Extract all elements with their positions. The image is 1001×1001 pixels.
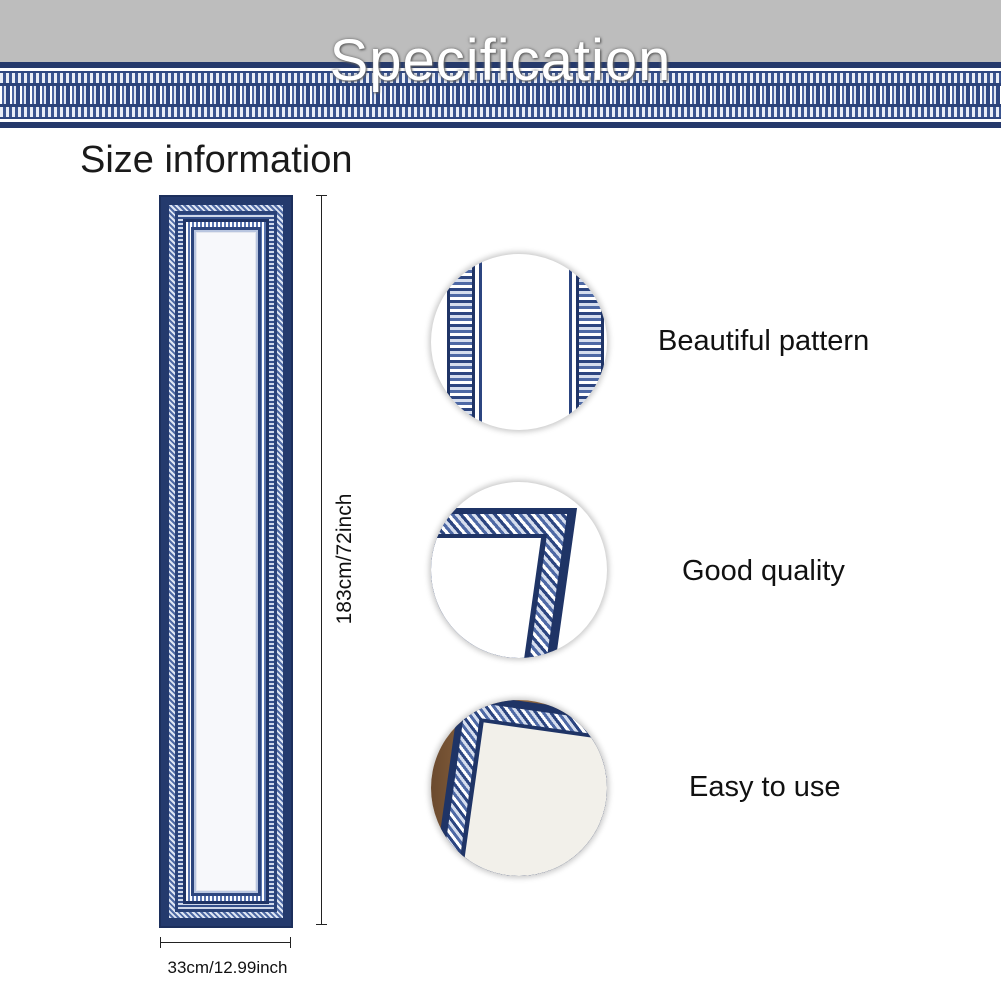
pattern-line-right bbox=[569, 254, 572, 430]
runner-center-panel bbox=[196, 232, 256, 891]
section-title: Size information bbox=[80, 139, 353, 181]
width-dimension-line bbox=[160, 942, 291, 943]
table-runner-image bbox=[159, 195, 293, 928]
pattern-line-left bbox=[479, 254, 482, 430]
header-banner: Specification bbox=[0, 0, 1001, 128]
width-dimension-cap-right bbox=[290, 937, 291, 948]
feature-label-pattern: Beautiful pattern bbox=[658, 325, 870, 357]
quality-detail-image bbox=[431, 482, 607, 658]
quality-corner-center bbox=[431, 538, 542, 658]
length-dimension-cap-bottom bbox=[316, 924, 327, 925]
banner-pattern-strip bbox=[0, 62, 1001, 128]
length-dimension-cap-top bbox=[316, 195, 327, 196]
banner-background bbox=[0, 0, 1001, 62]
usage-detail-image bbox=[431, 700, 607, 876]
feature-label-easy: Easy to use bbox=[689, 771, 841, 803]
pattern-band-left bbox=[447, 254, 475, 430]
pattern-detail-image bbox=[431, 254, 607, 430]
width-dimension-cap-left bbox=[160, 937, 161, 948]
width-dimension-label: 33cm/12.99inch bbox=[167, 958, 288, 977]
page-title: Specification bbox=[329, 28, 672, 93]
length-dimension-line bbox=[321, 195, 322, 925]
pattern-band-right bbox=[576, 254, 604, 430]
length-label-text: 183cm/72inch bbox=[333, 493, 356, 625]
feature-label-quality: Good quality bbox=[682, 555, 845, 587]
